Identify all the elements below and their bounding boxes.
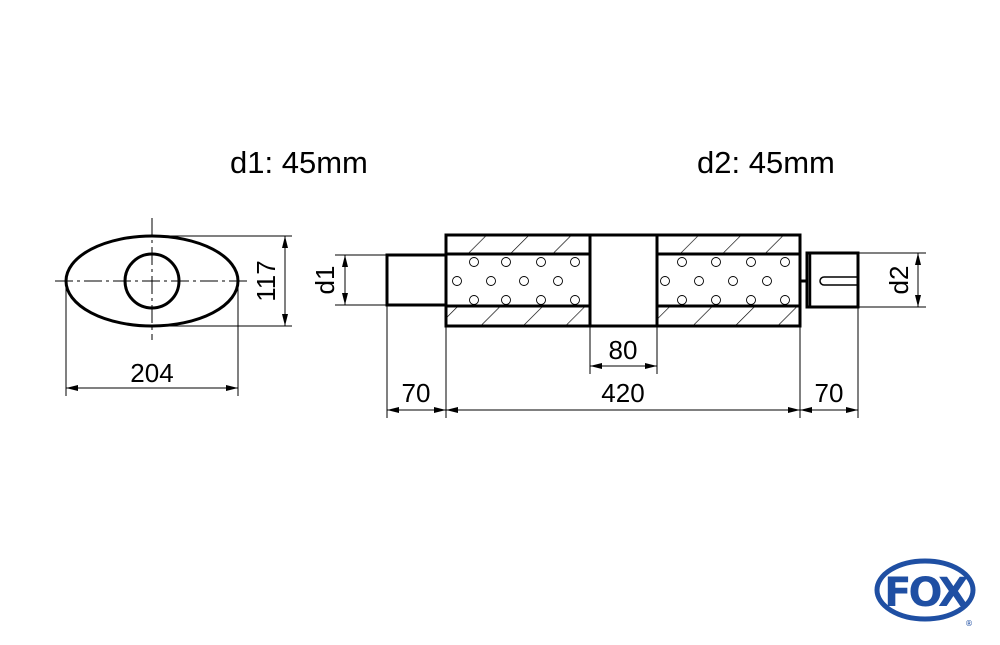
- dim-oval-height: 117: [251, 260, 281, 301]
- dim-d2: d2: [884, 266, 914, 295]
- dim-oval-width: 204: [130, 358, 173, 388]
- perforation-holes: [452, 257, 790, 305]
- title-d2: d2: 45mm: [697, 145, 835, 180]
- dim-d1: d1: [310, 266, 340, 295]
- inlet-pipe: [385, 253, 448, 307]
- oval-cross-section: [55, 218, 292, 396]
- dimension-lines: [335, 252, 926, 418]
- dim-outlet-length: 70: [815, 378, 844, 408]
- fox-logo: FOX ®: [874, 558, 976, 628]
- outlet-pipe: [805, 251, 860, 309]
- title-d1: d1: 45mm: [230, 145, 368, 180]
- dim-center-chamber: 80: [609, 335, 638, 365]
- logo-text: FOX: [884, 570, 969, 616]
- dim-inlet-length: 70: [402, 378, 431, 408]
- registered-mark: ®: [965, 619, 973, 628]
- muffler-side-view: [385, 233, 860, 328]
- dim-body-length: 420: [601, 378, 644, 408]
